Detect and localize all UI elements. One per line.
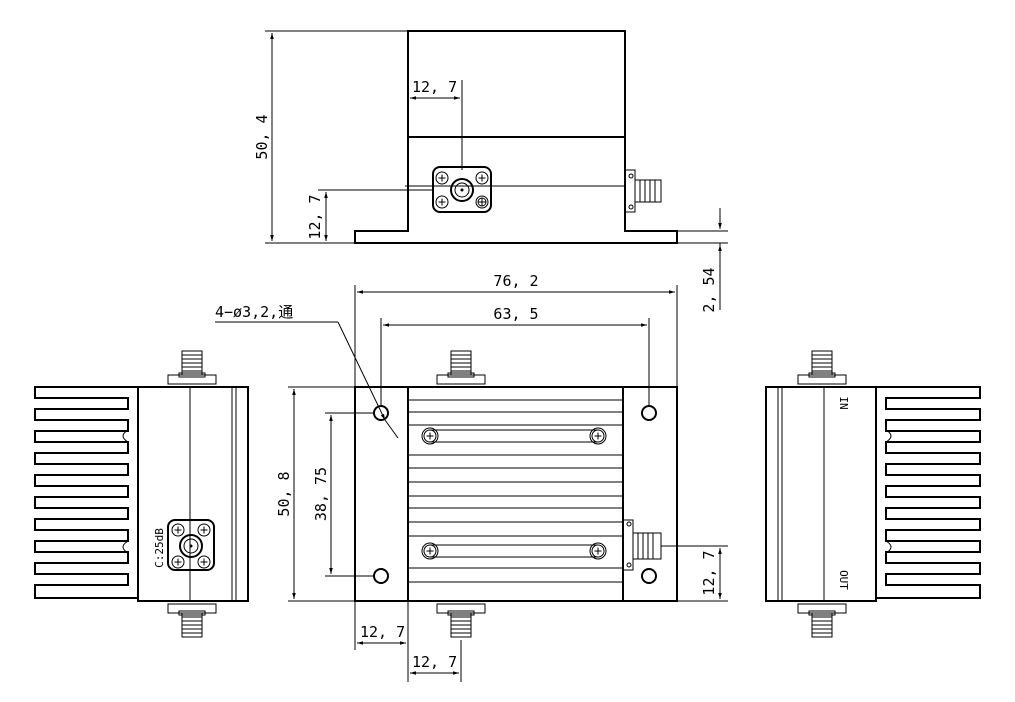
left-connector — [167, 519, 215, 571]
top-right-sma — [624, 169, 662, 213]
front-top-sma — [436, 350, 486, 385]
mount-hole — [641, 405, 657, 421]
dim-hole-pitch-y: 38, 75 — [312, 467, 330, 521]
left-view: C:25dB — [34, 350, 249, 638]
top-view: 50, 4 12, 7 12, 7 2, 54 — [253, 30, 728, 313]
label-in: IN — [837, 396, 850, 409]
dim-hole-spacing: 63, 5 — [493, 305, 538, 323]
mount-hole — [373, 405, 389, 421]
dim-holes-note: 4−ø3,2,通 — [215, 303, 293, 321]
front-view: 76, 2 63, 5 4−ø3,2,通 50, 8 38, 75 12, 7 … — [215, 272, 728, 682]
front-fins — [408, 399, 623, 583]
left-heatsink — [34, 386, 138, 599]
dim-top-offset-x: 12, 7 — [412, 78, 457, 96]
dim-width-total: 76, 2 — [493, 272, 538, 290]
dim-height-total: 50, 8 — [275, 471, 293, 516]
mount-hole — [641, 568, 657, 584]
top-connector — [432, 166, 492, 213]
right-view: IN OUT — [765, 350, 981, 638]
dim-bottom-offset-a: 12, 7 — [360, 623, 405, 641]
dim-flange: 2, 54 — [700, 267, 718, 312]
right-heatsink — [876, 386, 981, 599]
label-out: OUT — [837, 570, 850, 590]
right-bottom-sma — [797, 603, 847, 638]
dim-right-offset-y: 12, 7 — [700, 550, 718, 595]
left-body — [137, 386, 249, 602]
mount-hole — [373, 568, 389, 584]
dim-top-offset-y: 12, 7 — [306, 194, 324, 239]
label-coupling: C:25dB — [153, 528, 166, 568]
left-bottom-sma — [167, 603, 217, 638]
top-base-flange — [354, 137, 678, 244]
front-bottom-sma — [436, 603, 486, 638]
left-top-sma — [167, 350, 217, 385]
top-housing — [407, 30, 626, 138]
dim-bottom-offset-b: 12, 7 — [412, 653, 457, 671]
dim-top-height: 50, 4 — [253, 114, 271, 159]
right-body — [765, 386, 877, 602]
front-body — [354, 386, 678, 602]
front-right-sma — [622, 519, 662, 571]
right-top-sma — [797, 350, 847, 385]
